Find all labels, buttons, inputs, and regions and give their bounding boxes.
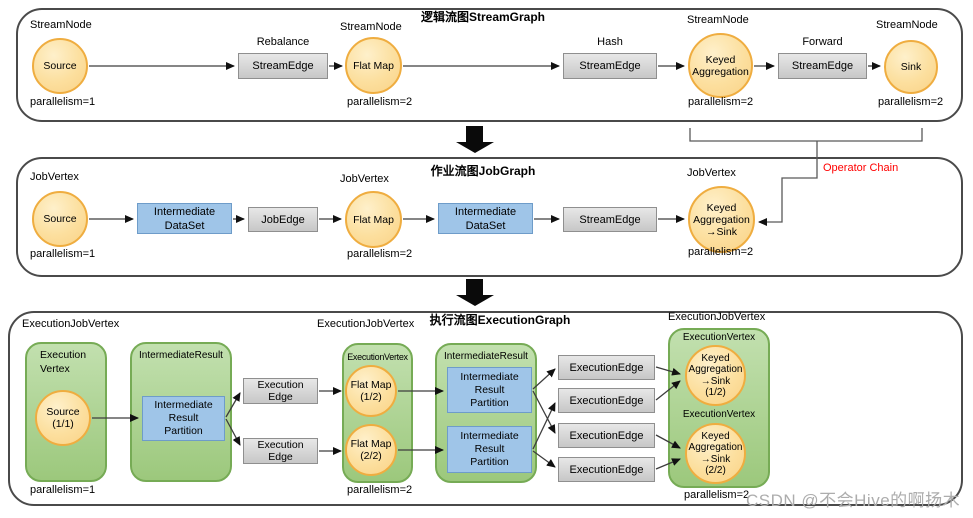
stream-edge-box-1: StreamEdge: [238, 53, 328, 79]
execution-edge-box-1: ExecutionEdge: [558, 355, 655, 380]
job-vertex-label-2: JobVertex: [340, 173, 389, 185]
execution-edge-box-4: ExecutionEdge: [558, 457, 655, 482]
stream-node-label-2: StreamNode: [340, 21, 402, 33]
stream-edge-box-2: StreamEdge: [563, 53, 657, 79]
intermediate-result-group-label-1: IntermediateResult: [139, 350, 223, 361]
parallelism-label-s2-keyedagg: parallelism=2: [688, 246, 754, 258]
source-1-1-node: Source (1/1): [35, 390, 91, 446]
rebalance-partition-label: Rebalance: [256, 36, 310, 48]
execution-vertex-group-label-1: Execution Vertex: [40, 349, 87, 375]
parallelism-label-s3-right: parallelism=2: [684, 489, 750, 501]
stream-node-label-4: StreamNode: [876, 19, 938, 31]
execution-edge-box-b: Execution Edge: [243, 438, 318, 464]
intermediate-dataset-box-1: Intermediate DataSet: [137, 203, 232, 234]
parallelism-label-s3-mid: parallelism=2: [347, 484, 413, 496]
down-arrow-icon: [456, 279, 494, 306]
down-arrow-icon: [456, 126, 494, 153]
jobgraph-title: 作业流图JobGraph: [430, 164, 536, 178]
keyed-agg-sink-2-2-node: Keyed Aggregation →Sink (2/2): [685, 423, 746, 484]
execution-job-vertex-label-1: ExecutionJobVertex: [22, 318, 120, 330]
operator-chain-label: Operator Chain: [823, 162, 899, 174]
executiongraph-title: 执行流图ExecutionGraph: [429, 313, 571, 327]
streamgraph-title: 逻辑流图StreamGraph: [420, 10, 546, 24]
flat-map-1-2-node: Flat Map (1/2): [345, 365, 397, 417]
hash-partition-label: Hash: [597, 36, 623, 48]
stream-edge-box-jobgraph: StreamEdge: [563, 207, 657, 232]
intermediate-result-partition-box-2: Intermediate Result Partition: [447, 367, 532, 413]
keyed-aggregation-sink-node: Keyed Aggregation →Sink: [688, 186, 755, 253]
flat-map-node-jobgraph: Flat Map: [345, 191, 402, 248]
execution-job-vertex-label-2: ExecutionJobVertex: [317, 318, 415, 330]
execution-vertex-group-label-2: ExecutionVertex: [347, 352, 408, 362]
intermediate-result-partition-box-1: Intermediate Result Partition: [142, 396, 225, 441]
parallelism-label-s1-source: parallelism=1: [30, 96, 96, 108]
parallelism-label-s3-source: parallelism=1: [30, 484, 96, 496]
parallelism-label-s2-flatmap: parallelism=2: [347, 248, 413, 260]
stream-node-label-1: StreamNode: [30, 19, 92, 31]
forward-partition-label: Forward: [802, 36, 843, 48]
parallelism-label-s2-source: parallelism=1: [30, 248, 96, 260]
stream-edge-box-3: StreamEdge: [778, 53, 867, 79]
execution-edge-box-3: ExecutionEdge: [558, 423, 655, 448]
intermediate-result-partition-box-3: Intermediate Result Partition: [447, 426, 532, 473]
flat-map-2-2-node: Flat Map (2/2): [345, 424, 397, 476]
parallelism-label-s1-keyedagg: parallelism=2: [688, 96, 754, 108]
execution-job-vertex-label-3: ExecutionJobVertex: [668, 311, 766, 323]
parallelism-label-s1-sink: parallelism=2: [878, 96, 944, 108]
job-vertex-label-1: JobVertex: [30, 171, 79, 183]
keyed-agg-sink-1-2-node: Keyed Aggregation →Sink (1/2): [685, 345, 746, 406]
csdn-watermark: CSDN @不会Hive的啊扬木: [746, 491, 961, 510]
execution-edge-box-2: ExecutionEdge: [558, 388, 655, 413]
flat-map-node: Flat Map: [345, 37, 402, 94]
job-edge-box: JobEdge: [248, 207, 318, 232]
intermediate-result-group-label-2: IntermediateResult: [444, 351, 528, 362]
source-node: Source: [32, 38, 88, 94]
job-vertex-label-3: JobVertex: [687, 167, 736, 179]
source-node-jobgraph: Source: [32, 191, 88, 247]
execution-vertex-group-label-3: ExecutionVertex: [682, 332, 756, 343]
intermediate-dataset-box-2: Intermediate DataSet: [438, 203, 533, 234]
parallelism-label-s1-flatmap: parallelism=2: [347, 96, 413, 108]
stream-node-label-3: StreamNode: [687, 14, 749, 26]
keyed-aggregation-node: Keyed Aggregation: [688, 33, 753, 98]
sink-node: Sink: [884, 40, 938, 94]
execution-edge-box-a: Execution Edge: [243, 378, 318, 404]
execution-vertex-group-label-4: ExecutionVertex: [682, 409, 756, 420]
